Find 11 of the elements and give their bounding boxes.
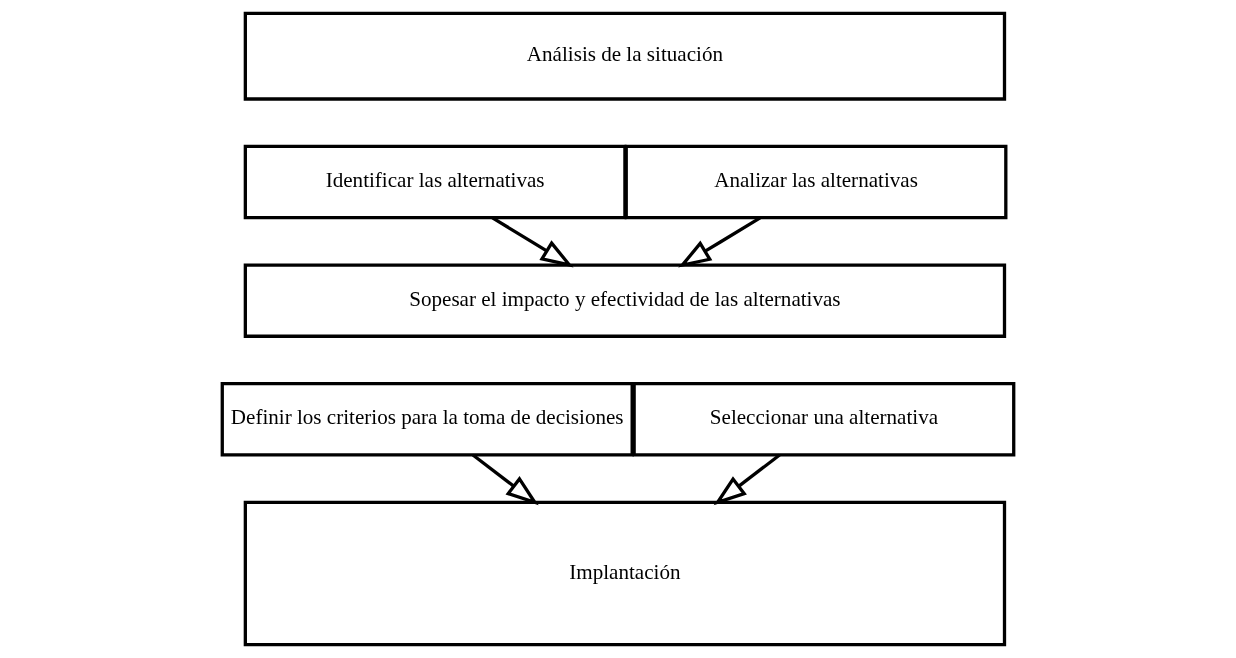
node-box: Seleccionar una alternativa xyxy=(632,382,1016,457)
arrow xyxy=(678,216,761,268)
node-box: Implantación xyxy=(243,500,1007,647)
node-box: Análisis de la situación xyxy=(243,11,1007,101)
node-box: Analizar las alternativas xyxy=(624,144,1008,220)
node-box: Identificar las alternativas xyxy=(243,144,627,220)
node-box: Definir los criterios para la toma de decisiones xyxy=(220,382,634,457)
arrow xyxy=(491,216,574,268)
node-box: Sopesar el impacto y efectividad de las alternativas xyxy=(243,263,1007,338)
arrow xyxy=(471,453,539,506)
arrow xyxy=(713,453,781,506)
